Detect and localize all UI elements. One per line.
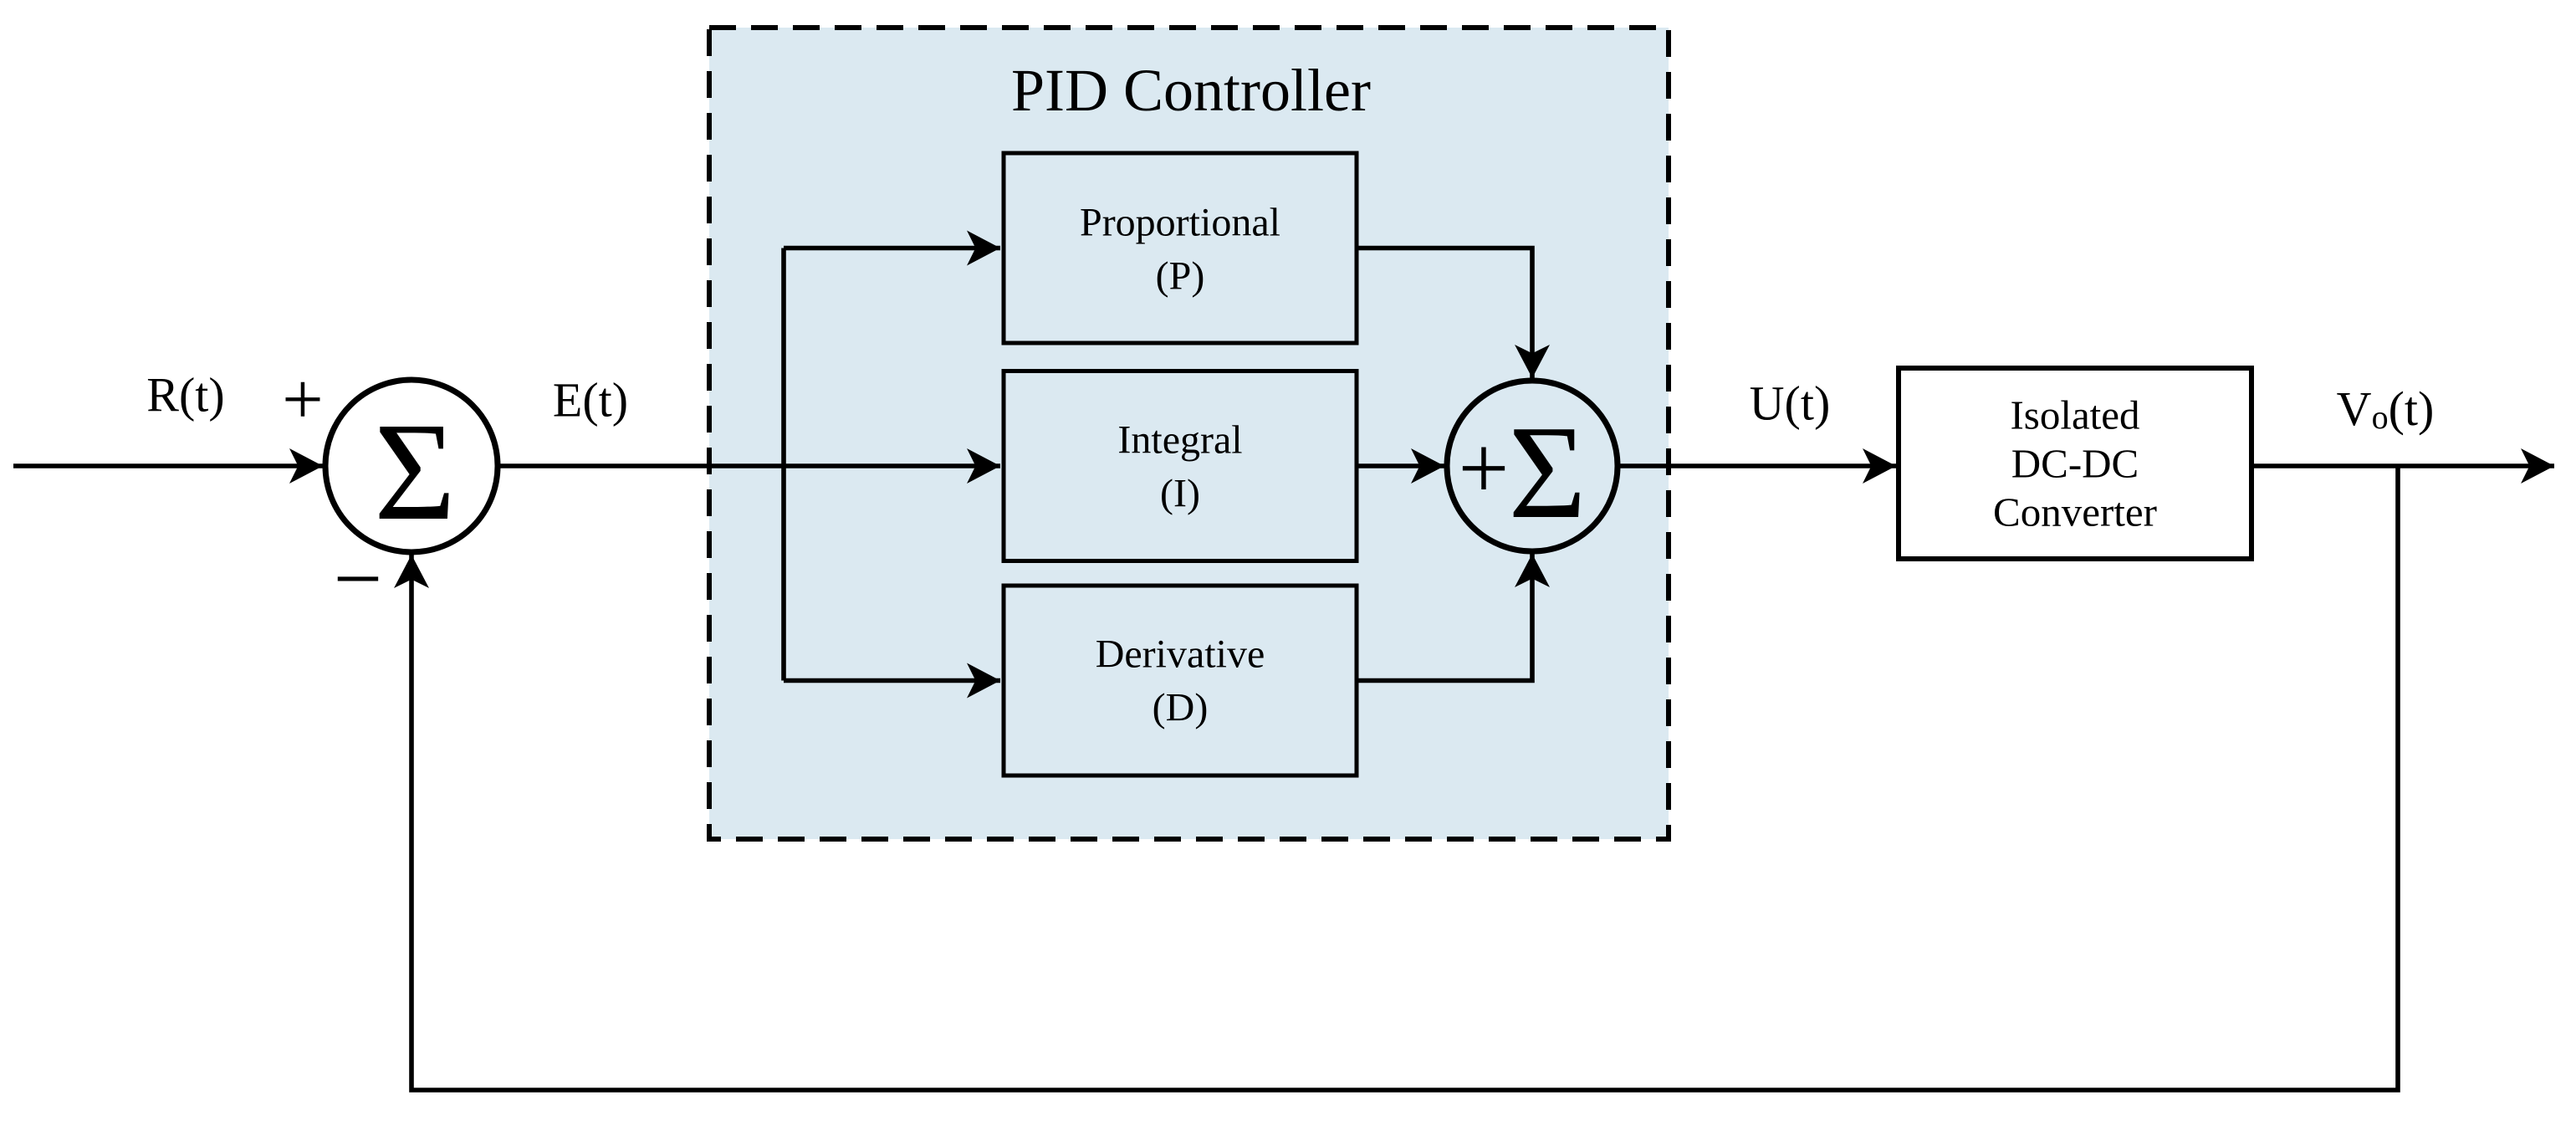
input-signal-label: R(t) xyxy=(146,368,224,422)
pid-controller-title: PID Controller xyxy=(1011,57,1371,124)
integral-label-line2: (I) xyxy=(1160,472,1200,516)
summing-junction-2 xyxy=(1444,377,1621,555)
sigma-symbol-2: Σ xyxy=(1508,397,1586,546)
error-signal-label: E(t) xyxy=(553,373,628,427)
converter-label-line2: DC-DC xyxy=(2011,441,2139,487)
output-label-sub: o xyxy=(2372,398,2389,436)
minus-sign: − xyxy=(334,531,383,627)
integral-label-line1: Integral xyxy=(1117,418,1242,463)
derivative-output-wire xyxy=(1357,554,1550,683)
sigma-symbol-1: Σ xyxy=(374,394,456,550)
converter-block xyxy=(1896,366,2254,561)
proportional-label-line2: (P) xyxy=(1156,254,1205,299)
plus-sign: + xyxy=(282,360,324,441)
derivative-label-line2: (D) xyxy=(1153,686,1209,730)
summing-junction-1 xyxy=(322,376,501,555)
derivative-block xyxy=(1001,583,1359,778)
converter-label-line3: Converter xyxy=(1993,489,2157,535)
proportional-label-line1: Proportional xyxy=(1080,201,1280,245)
feedback-wire xyxy=(394,466,2400,1093)
control-signal-label: U(t) xyxy=(1750,376,1831,431)
output-label-t: (t) xyxy=(2389,381,2435,436)
derivative-label-line1: Derivative xyxy=(1096,632,1265,677)
integral-block xyxy=(1001,369,1359,563)
converter-label-line1: Isolated xyxy=(2010,392,2139,438)
output-signal-label: Vo(t) xyxy=(2337,381,2435,436)
proportional-block xyxy=(1001,151,1359,346)
sum2-plus-sign: + xyxy=(1459,419,1510,519)
output-label-v: V xyxy=(2337,381,2372,436)
proportional-output-wire xyxy=(1357,245,1550,378)
